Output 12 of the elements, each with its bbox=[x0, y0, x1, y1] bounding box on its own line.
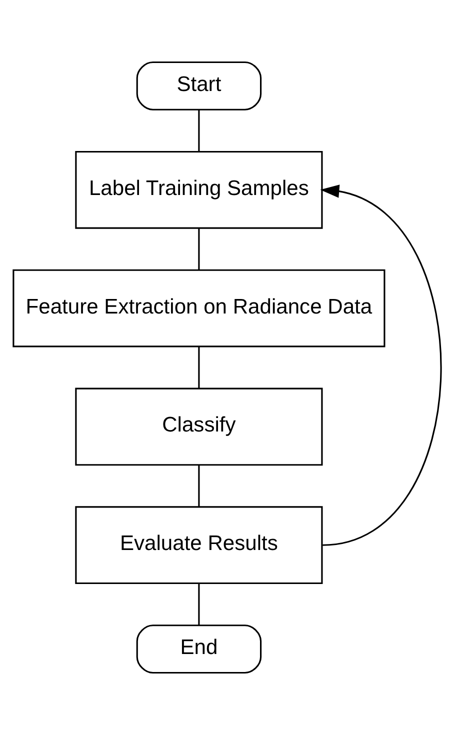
connector bbox=[198, 346, 200, 388]
node-box: Evaluate Results bbox=[75, 506, 323, 584]
node-box: Label Training Samples bbox=[75, 150, 323, 228]
node-box: Classify bbox=[75, 387, 323, 466]
node-box: End bbox=[136, 624, 262, 674]
node-box: Feature Extraction on Radiance Data bbox=[12, 268, 386, 347]
connector bbox=[198, 464, 200, 506]
node-box: Start bbox=[136, 60, 262, 110]
arrow bbox=[320, 184, 442, 546]
connector bbox=[198, 228, 200, 270]
connector bbox=[198, 109, 200, 151]
connector bbox=[198, 583, 200, 625]
